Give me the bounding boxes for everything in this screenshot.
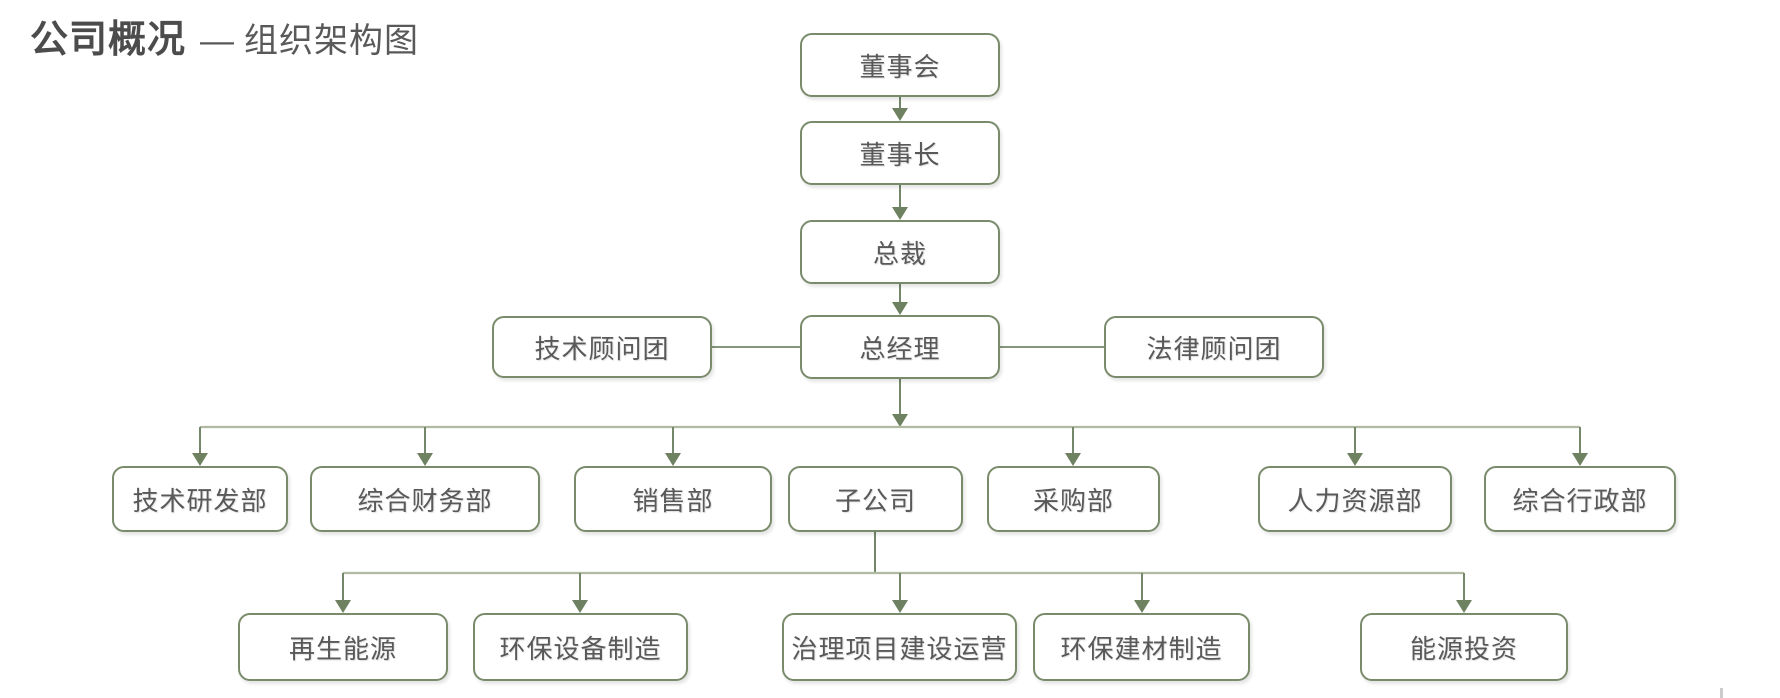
- connector-arrowhead-icon: [335, 600, 351, 613]
- connector-arrowhead-icon: [1572, 453, 1588, 466]
- org-node-energy-investment[interactable]: 能源投资: [1360, 613, 1568, 681]
- org-node-tech-rd-dept[interactable]: 技术研发部: [112, 466, 288, 532]
- page-title-primary: 公司概况: [30, 19, 187, 61]
- org-node-tech-advisory[interactable]: 技术顾问团: [492, 316, 712, 378]
- page-title: 公司概况 —组织架构图: [30, 8, 419, 63]
- org-node-legal-advisory[interactable]: 法律顾问团: [1104, 316, 1324, 378]
- connector-arrowhead-icon: [1456, 600, 1472, 613]
- org-node-sales-dept[interactable]: 销售部: [574, 466, 772, 532]
- org-node-subsidiaries[interactable]: 子公司: [788, 466, 963, 532]
- org-node-chairman[interactable]: 董事长: [800, 121, 1000, 185]
- connector-arrowhead-icon: [1134, 600, 1150, 613]
- org-node-admin-dept[interactable]: 综合行政部: [1484, 466, 1676, 532]
- org-node-env-equipment-mfg[interactable]: 环保设备制造: [473, 613, 688, 681]
- connector-arrowhead-icon: [665, 453, 681, 466]
- connector-arrowhead-icon: [892, 600, 908, 613]
- org-node-board[interactable]: 董事会: [800, 33, 1000, 97]
- org-node-procurement-dept[interactable]: 采购部: [987, 466, 1160, 532]
- page-title-separator: —: [200, 22, 235, 60]
- connector-arrowhead-icon: [892, 108, 908, 121]
- connector-arrowhead-icon: [572, 600, 588, 613]
- scrollbar-thumb[interactable]: [1720, 688, 1723, 698]
- connector-arrowhead-icon: [1347, 453, 1363, 466]
- org-node-treatment-project-ops[interactable]: 治理项目建设运营: [782, 613, 1017, 681]
- connector-arrowhead-icon: [892, 414, 908, 427]
- org-node-renewable-energy[interactable]: 再生能源: [238, 613, 448, 681]
- connector-arrowhead-icon: [892, 207, 908, 220]
- connector-arrowhead-icon: [1065, 453, 1081, 466]
- org-node-president[interactable]: 总裁: [800, 220, 1000, 284]
- org-node-general-manager[interactable]: 总经理: [800, 315, 1000, 379]
- org-node-env-materials-mfg[interactable]: 环保建材制造: [1033, 613, 1250, 681]
- org-node-hr-dept[interactable]: 人力资源部: [1258, 466, 1452, 532]
- org-node-finance-dept[interactable]: 综合财务部: [310, 466, 540, 532]
- connector-arrowhead-icon: [417, 453, 433, 466]
- connector-arrowhead-icon: [892, 302, 908, 315]
- connector-arrowhead-icon: [192, 453, 208, 466]
- page-title-secondary: 组织架构图: [244, 22, 420, 60]
